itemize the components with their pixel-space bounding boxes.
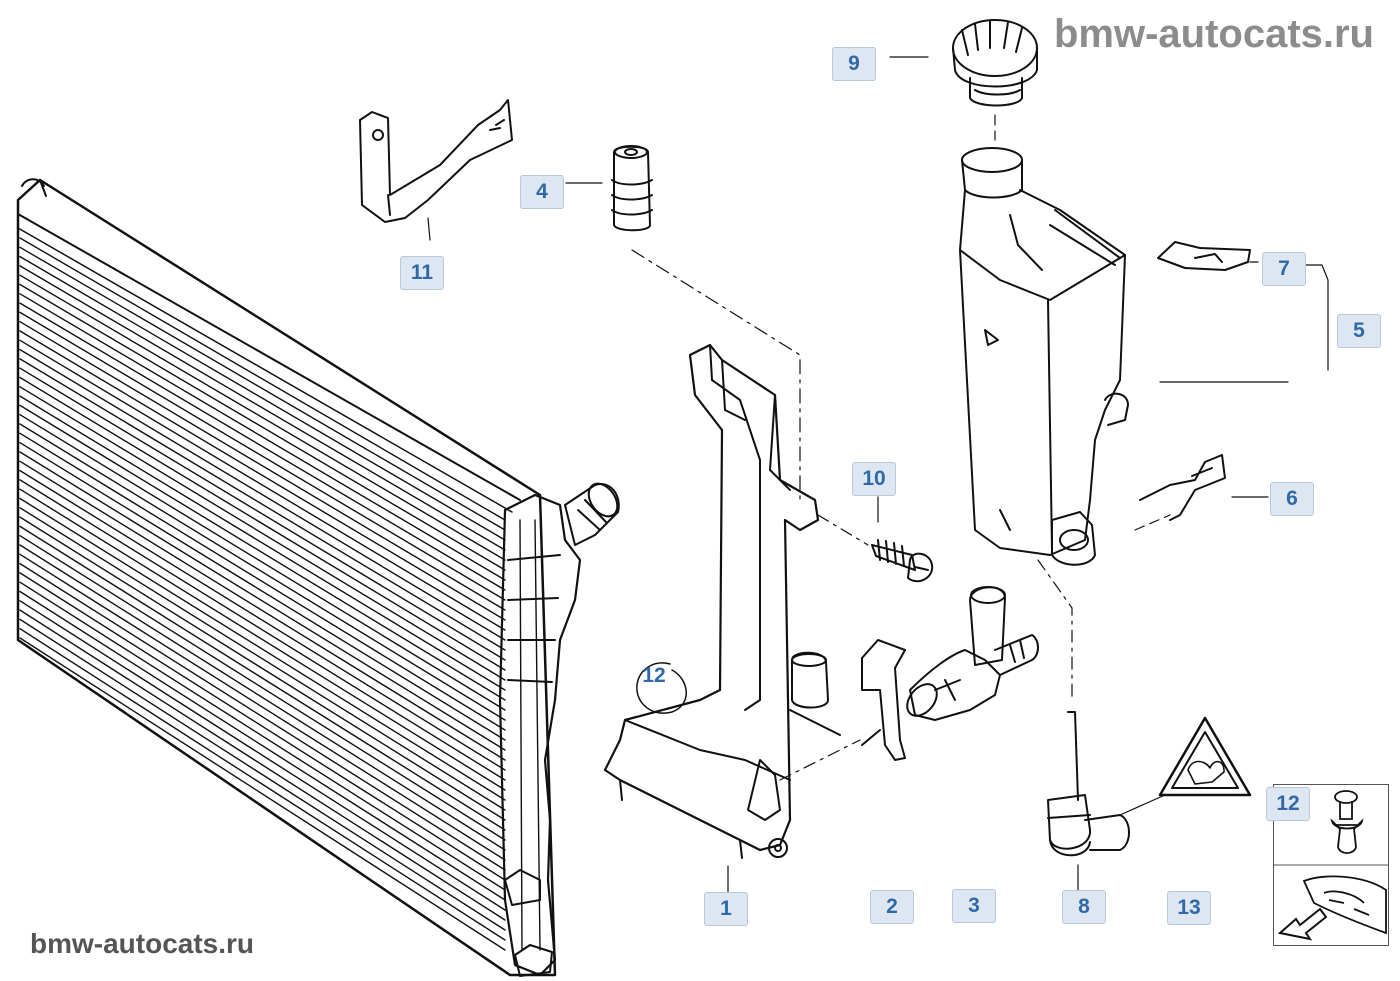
watermark-top: bmw-autocats.ru [1053, 12, 1374, 56]
radiator-fin [19, 311, 506, 601]
radiator-fin [19, 600, 506, 911]
callout-6[interactable]: 6 [1270, 482, 1314, 516]
callout-5[interactable]: 5 [1337, 314, 1381, 348]
callout-13[interactable]: 13 [1167, 891, 1211, 925]
radiator [16, 178, 620, 977]
radiator-hose-neck [564, 483, 620, 546]
warning-label-13 [1158, 716, 1252, 797]
radiator-fin [19, 442, 506, 741]
radiator-fin [19, 469, 506, 771]
radiator-fin [19, 274, 506, 561]
callout-10[interactable]: 10 [852, 462, 896, 496]
radiator-fin [19, 246, 506, 531]
radiator-fin [19, 255, 506, 541]
radiator-fin [19, 535, 506, 841]
radiator-fin [19, 590, 506, 901]
callout-12-inset[interactable]: 12 [1266, 787, 1310, 821]
radiator-fin [19, 544, 506, 851]
radiator-fin [19, 562, 506, 871]
callout-9[interactable]: 9 [832, 47, 876, 81]
radiator-right-tank [498, 493, 582, 977]
radiator-fin [19, 358, 506, 651]
radiator-fin [19, 414, 506, 711]
radiator-fin [19, 283, 506, 571]
callout-2[interactable]: 2 [870, 890, 914, 924]
radiator-fin [19, 302, 506, 591]
radiator-fin [19, 553, 506, 861]
screw-10 [871, 539, 934, 583]
part-7 [1157, 241, 1251, 271]
radiator-fin [19, 386, 506, 681]
expansion-tank [959, 147, 1129, 566]
radiator-fin [19, 451, 506, 751]
radiator-fin [19, 293, 506, 581]
radiator-fins [19, 237, 506, 951]
radiator-fin [19, 479, 506, 781]
radiator-fin [19, 460, 506, 761]
hose-3 [906, 586, 1039, 721]
radiator-fin [19, 637, 506, 951]
radiator-fin [19, 330, 506, 621]
radiator-fin [19, 581, 506, 891]
radiator-fin [19, 395, 506, 691]
radiator-fin [19, 525, 506, 831]
watermark-bottom: bmw-autocats.ru [30, 928, 255, 959]
callout-4[interactable]: 4 [520, 175, 564, 209]
radiator-fin [19, 321, 506, 611]
radiator-fin [19, 488, 506, 791]
radiator-fin [19, 618, 506, 931]
radiator-fin [19, 432, 506, 731]
callout-7[interactable]: 7 [1262, 252, 1306, 286]
bracket-11 [359, 99, 513, 223]
radiator-fin [19, 367, 506, 661]
radiator-fin [19, 609, 506, 921]
callout-3[interactable]: 3 [952, 889, 996, 923]
radiator-fin [19, 572, 506, 881]
tank-bracket-1 [603, 343, 841, 859]
radiator-fin [19, 339, 506, 631]
clip-2 [861, 639, 906, 761]
radiator-fin [19, 516, 506, 821]
radiator-fin [19, 628, 506, 941]
grommet-4 [611, 145, 653, 232]
radiator-fin [19, 507, 506, 811]
sensor-8 [1047, 711, 1130, 857]
radiator-fin [19, 265, 506, 551]
part-6 [1139, 454, 1226, 521]
radiator-fin [19, 423, 506, 721]
callout-1[interactable]: 1 [704, 892, 748, 926]
radiator-fin [19, 376, 506, 671]
callout-12-circled[interactable]: 12 [642, 664, 666, 687]
cap-9 [952, 19, 1038, 107]
callout-11[interactable]: 11 [400, 256, 444, 290]
radiator-fin [19, 348, 506, 641]
callout-8[interactable]: 8 [1062, 890, 1106, 924]
radiator-fin [19, 497, 506, 801]
radiator-fin [19, 404, 506, 701]
radiator-fin [19, 237, 506, 521]
